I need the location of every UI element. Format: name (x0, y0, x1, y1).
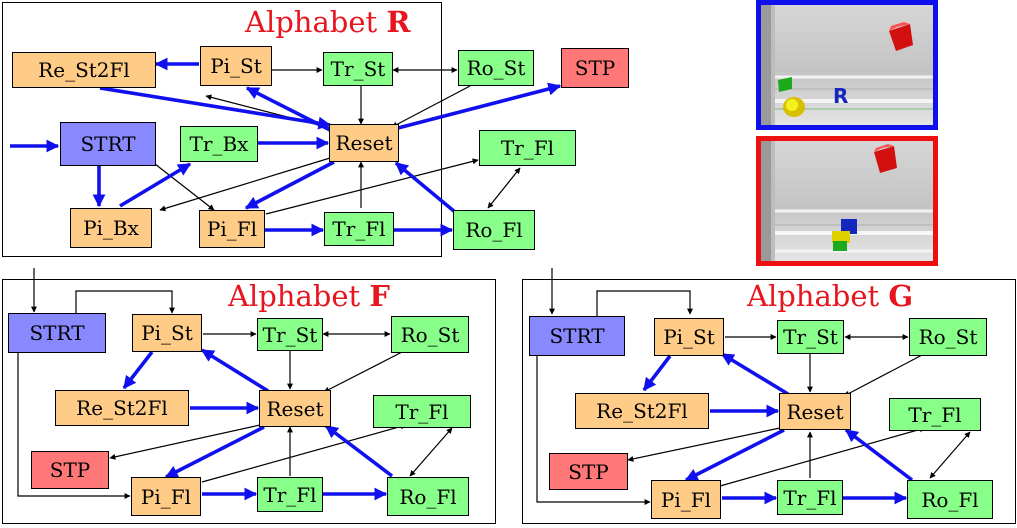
panel-g-title-prefix: Alphabet (747, 279, 889, 313)
node-f-strt: STRT (8, 313, 106, 353)
edge-r-rofl-reset (394, 161, 457, 214)
node-g-pi-fl: Pi_Fl (651, 480, 721, 519)
edge-f-strt-pist (75, 290, 175, 314)
node-g-reset: Reset (779, 393, 851, 430)
edge-g-strt-pist (596, 290, 693, 316)
node-r-ro-st: Ro_St (458, 50, 534, 86)
node-g-ro-st: Ro_St (909, 318, 987, 356)
edge-g-reset-pist (720, 352, 789, 396)
edge-g-pist-rest2fl (642, 354, 672, 392)
edge-r-reset-stp (397, 82, 562, 130)
node-f-ro-st: Ro_St (391, 316, 469, 353)
panel-r-title-letter: R (386, 5, 411, 39)
node-r-pi-st: Pi_St (200, 46, 272, 86)
edge-f-strt-pifl (17, 352, 131, 499)
panel-g-title: Alphabet G (747, 281, 913, 311)
node-r-pi-bx: Pi_Bx (70, 208, 152, 248)
node-g-strt: STRT (529, 316, 625, 356)
edge-r-pifl-trfltop (265, 158, 479, 215)
edge-f-reset-stp (109, 424, 261, 460)
edge-f-pifl-trfltop (201, 423, 407, 483)
edge-r-reset-pibx (159, 157, 331, 212)
node-r-re-st2fl: Re_St2Fl (12, 52, 156, 88)
node-f-re-st2fl: Re_St2Fl (55, 390, 189, 426)
node-r-strt: STRT (60, 122, 156, 166)
node-r-tr-fl-top: Tr_Fl (479, 130, 576, 166)
node-f-tr-st: Tr_St (257, 318, 323, 351)
node-r-tr-bx: Tr_Bx (180, 126, 258, 162)
node-r-reset: Reset (329, 124, 399, 162)
node-f-ro-fl: Ro_Fl (387, 477, 469, 516)
edge-g-pifl-trfltop (719, 426, 926, 487)
scene-letter-r: R (833, 84, 848, 108)
node-g-tr-st: Tr_St (777, 320, 844, 354)
node-r-stp: STP (561, 48, 629, 88)
edge-r-strt-pifl (154, 163, 215, 211)
node-f-tr-fl-top: Tr_Fl (373, 395, 471, 428)
scene-top-image: R (761, 5, 933, 125)
panel-f-title: Alphabet F (228, 281, 390, 311)
scene-frame-bottom (756, 136, 938, 266)
edge-g-strt-pifl (536, 355, 651, 505)
edge-g-reset-stp (627, 427, 781, 462)
edge-r-reset-pist (245, 86, 331, 132)
node-g-tr-fl: Tr_Fl (777, 480, 843, 515)
scene-frame-top: R (756, 0, 938, 130)
panel-r-title-prefix: Alphabet (245, 5, 387, 39)
edge-g-rofl-trfltop (929, 431, 971, 479)
node-f-reset: Reset (259, 390, 331, 427)
panel-r-title: Alphabet R (245, 7, 410, 37)
panel-f-title-letter: F (369, 279, 390, 313)
node-f-tr-fl: Tr_Fl (257, 477, 323, 512)
edge-g-rofl-reset (844, 428, 914, 482)
edge-r-rofl-trfltop (487, 167, 521, 209)
edge-f-pist-rest2fl (122, 350, 154, 390)
node-g-pi-st: Pi_St (654, 318, 724, 356)
node-g-re-st2fl: Re_St2Fl (575, 393, 709, 429)
node-r-tr-st: Tr_St (323, 52, 393, 86)
node-r-pi-fl: Pi_Fl (199, 210, 265, 248)
node-g-ro-fl: Ro_Fl (907, 480, 993, 519)
edge-g-reset-pifl (684, 428, 785, 482)
node-f-pi-fl: Pi_Fl (131, 477, 201, 516)
edge-f-reset-pifl (164, 425, 265, 479)
edge-f-reset-pist (200, 348, 269, 393)
edge-r-rost-reset (391, 85, 471, 128)
node-g-stp: STP (549, 453, 628, 490)
panel-g-title-letter: G (888, 279, 914, 313)
edge-g-rost-reset (843, 353, 925, 397)
edge-r-pibx-trbx (119, 162, 192, 208)
scene-bottom-image (761, 141, 933, 261)
node-f-pi-st: Pi_St (132, 314, 202, 352)
node-r-ro-fl: Ro_Fl (453, 210, 535, 250)
node-g-tr-fl-top: Tr_Fl (889, 398, 981, 431)
node-r-tr-fl: Tr_Fl (324, 212, 394, 246)
panel-f-title-prefix: Alphabet (228, 279, 370, 313)
edge-r-rest2fl-reset (99, 86, 332, 130)
edge-f-rost-reset (323, 350, 405, 393)
edge-f-rofl-trfltop (409, 427, 453, 477)
edge-f-rofl-reset (324, 424, 394, 478)
node-f-stp: STP (31, 451, 109, 489)
edge-r-reset-pifl (244, 160, 335, 210)
